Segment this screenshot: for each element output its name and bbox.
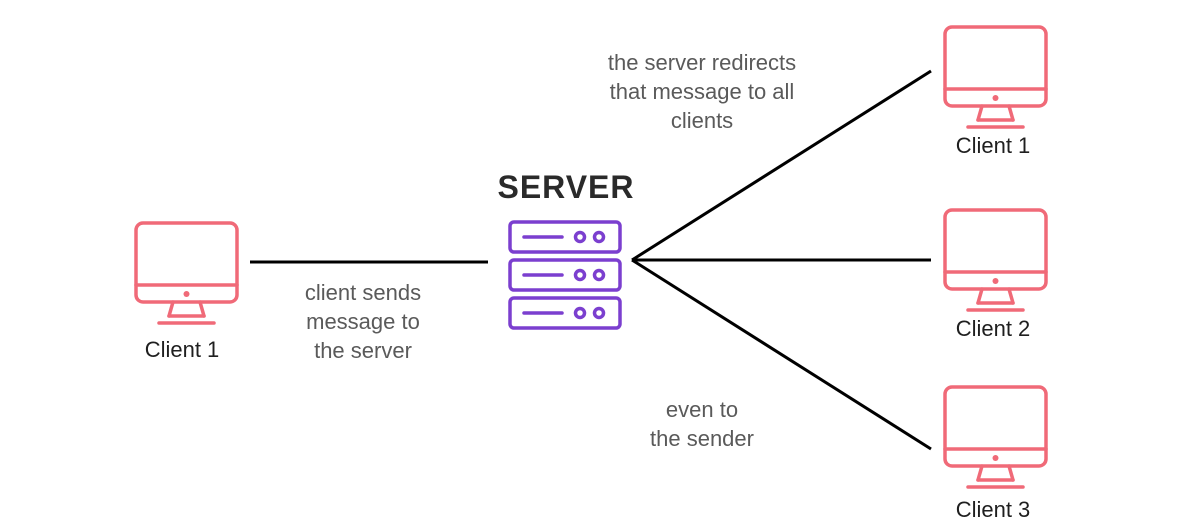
server-to-client3-line (631, 258, 932, 451)
note-redirect-line: clients (670, 108, 734, 133)
sender-label: Client 1 (144, 337, 220, 362)
monitor-icon (134, 221, 239, 325)
monitor-icon (943, 208, 1048, 312)
note-echo-line: the sender (650, 426, 754, 451)
server-to-client1-line (631, 69, 932, 262)
monitor-icon (943, 25, 1048, 129)
receiver-label-client-1: Client 1 (955, 133, 1031, 158)
note-send-line: the server (314, 338, 412, 363)
monitor-icon (943, 385, 1048, 489)
note-echo: even to the sender (650, 395, 754, 453)
note-redirect-line: that message to all (609, 79, 795, 104)
note-redirect-line: the server redirects (607, 50, 797, 75)
note-redirect: the server redirects that message to all… (608, 48, 796, 135)
receiver-label-client-3: Client 3 (955, 497, 1031, 522)
note-send: client sends message to the server (305, 278, 421, 365)
note-echo-line: even to (665, 397, 739, 422)
receiver-label-client-2: Client 2 (955, 316, 1031, 341)
server-rack-icon (508, 220, 622, 330)
server-title: SERVER (497, 169, 635, 205)
note-send-line: message to (306, 309, 420, 334)
note-send-line: client sends (304, 280, 422, 305)
